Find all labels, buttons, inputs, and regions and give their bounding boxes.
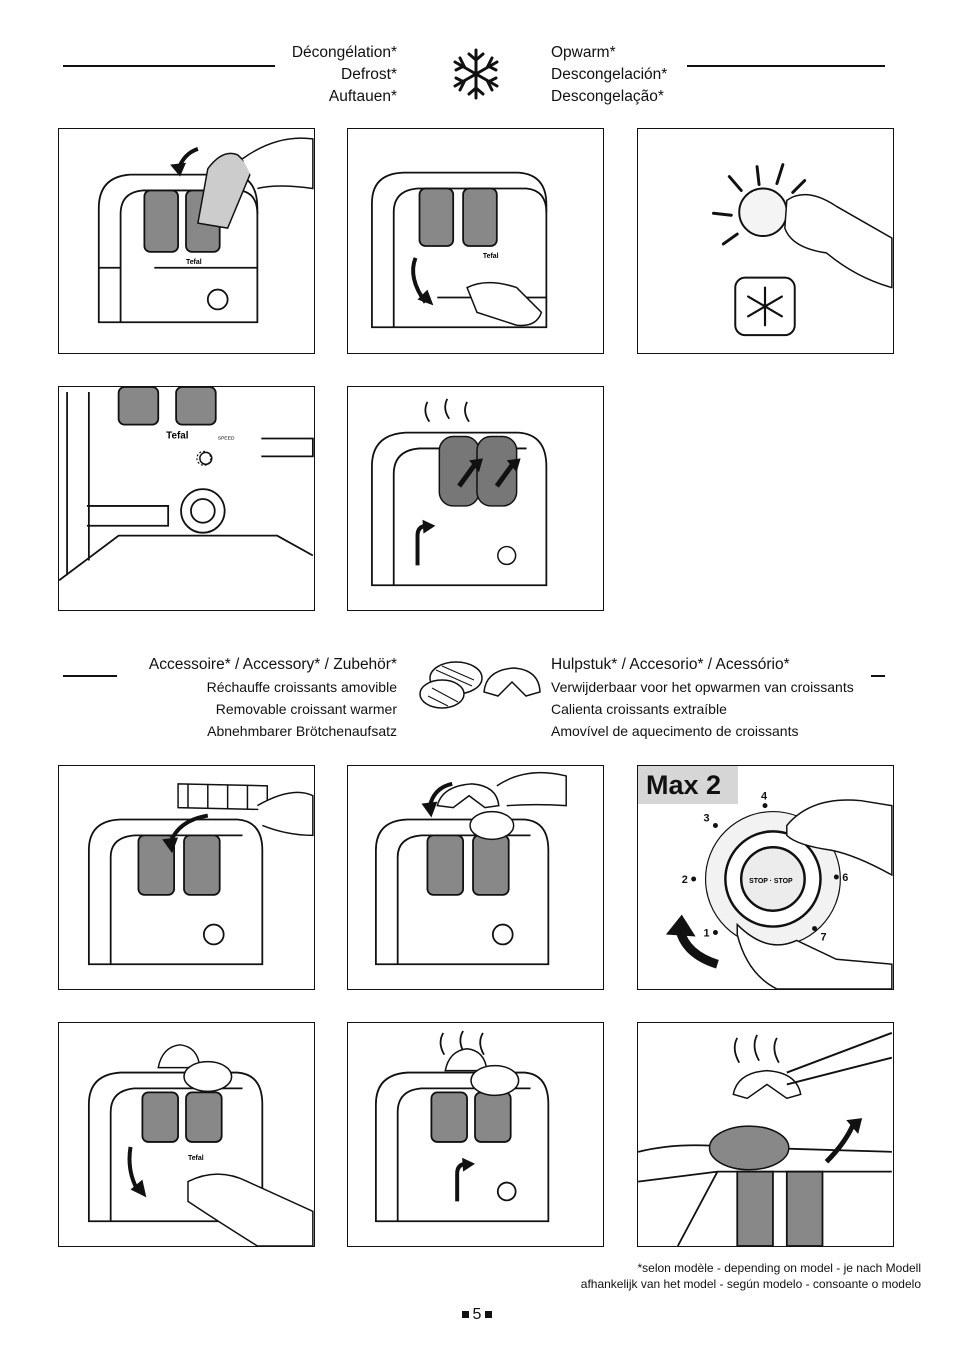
panel-place-croissant xyxy=(347,765,604,990)
accessory-desc-pt: Amovível de aquecimento de croissants xyxy=(551,723,799,739)
panel-remove-croissant xyxy=(637,1022,894,1247)
accessory-rule-right xyxy=(871,675,885,677)
croissant-icon xyxy=(414,652,542,714)
dial-number-1: 1 xyxy=(704,927,710,939)
panel-toast-pops-up xyxy=(347,386,604,611)
accessory-desc-fr: Réchauffe croissants amovible xyxy=(206,679,397,695)
toaster-brand-4: Tefal xyxy=(188,1155,204,1162)
panel-warm-croissants: Tefal xyxy=(58,1022,315,1247)
panel-press-lever: Tefal xyxy=(347,128,604,354)
page-marker-left-icon xyxy=(461,1311,469,1319)
panel-warming-done xyxy=(347,1022,604,1247)
panel-insert-bread: Tefal xyxy=(58,128,315,354)
footnote: *selon modèle - depending on model - je … xyxy=(581,1260,921,1292)
panel-defrost-button xyxy=(637,128,894,354)
panel-dial-max2: Max 2 1 2 3 4 6 7 STOP · STOP xyxy=(637,765,894,990)
header-rule-left xyxy=(63,65,275,67)
defrost-labels-right: Opwarm* Descongelación* Descongelação* xyxy=(551,42,691,108)
accessory-rule-left xyxy=(63,675,117,677)
page-marker-right-icon xyxy=(485,1311,493,1319)
accessory-labels-left: Accessoire* / Accessory* / Zubehör* Réch… xyxy=(60,654,397,742)
dial-number-4: 4 xyxy=(761,791,767,803)
toaster-brand-3: Tefal xyxy=(166,431,189,442)
accessory-desc-en: Removable croissant warmer xyxy=(215,701,397,717)
accessory-title-right: Hulpstuk* / Accesorio* / Acessório* xyxy=(551,656,790,673)
defrost-label-en: Defrost* xyxy=(341,66,397,83)
accessory-labels-right: Hulpstuk* / Accesorio* / Acessório* Verw… xyxy=(551,654,881,742)
dial-number-3: 3 xyxy=(704,813,710,825)
header-rule-right xyxy=(687,65,885,67)
dial-number-6: 6 xyxy=(842,872,848,884)
accessory-desc-es: Calienta croissants extraíble xyxy=(551,701,727,717)
footnote-line-2: afhankelijk van het model - según modelo… xyxy=(580,1277,921,1291)
accessory-desc-nl: Verwijderbaar voor het opwarmen van croi… xyxy=(551,679,854,695)
dial-number-7: 7 xyxy=(821,931,827,943)
defrost-label-de: Auftauen* xyxy=(328,88,397,105)
dial-number-2: 2 xyxy=(682,874,688,886)
defrost-label-nl: Opwarm* xyxy=(551,44,616,61)
defrost-label-es: Descongelación* xyxy=(551,66,668,83)
toaster-brand-2: Tefal xyxy=(483,253,499,260)
panel-defrost-indicator: Tefal SPEED xyxy=(58,386,315,611)
defrost-label-fr: Décongélation* xyxy=(291,44,397,61)
footnote-line-1: *selon modèle - depending on model - je … xyxy=(637,1261,921,1275)
page-number-value: 5 xyxy=(472,1306,482,1323)
accessory-desc-de: Abnehmbarer Brötchenaufsatz xyxy=(207,723,397,739)
page-number: 5 xyxy=(0,1306,954,1324)
accessory-title-left: Accessoire* / Accessory* / Zubehör* xyxy=(148,656,397,673)
max2-badge: Max 2 xyxy=(638,766,738,804)
speed-label: SPEED xyxy=(218,436,235,442)
snowflake-icon xyxy=(444,44,508,104)
toaster-brand: Tefal xyxy=(186,259,202,266)
defrost-label-pt: Descongelação* xyxy=(551,88,664,105)
dial-stop-text: STOP · STOP xyxy=(749,878,793,885)
panel-attach-warmer xyxy=(58,765,315,990)
defrost-labels-left: Décongélation* Defrost* Auftauen* xyxy=(240,42,397,108)
